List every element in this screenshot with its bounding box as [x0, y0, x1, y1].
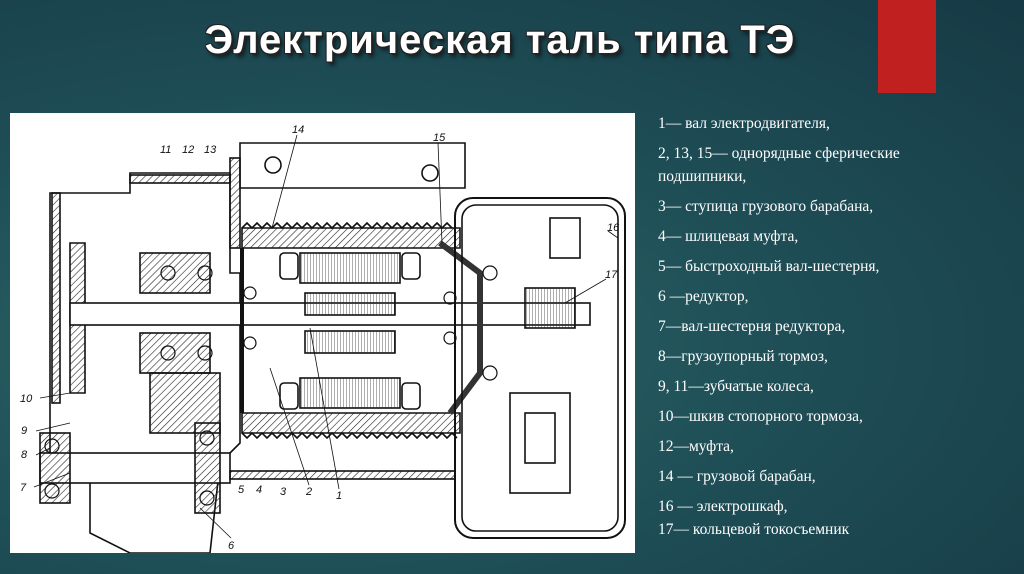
callout-13: 13 [204, 144, 217, 156]
callout-12: 12 [182, 144, 194, 156]
legend-item: 12—муфта, [658, 438, 734, 455]
legend-item: 3— ступица грузового барабана, [658, 198, 874, 215]
legend-item: 10—шкив стопорного тормоза, [658, 408, 863, 425]
callout-9: 9 [21, 425, 27, 437]
legend-item: 4— шлицевая муфта, [658, 228, 799, 245]
legend-item: 5— быстроходный вал-шестерня, [658, 258, 880, 275]
drawing-svg: 1 2 3 4 5 6 7 8 9 10 11 12 13 14 15 16 1… [20, 124, 626, 553]
callout-4: 4 [256, 484, 262, 496]
legend-item: 6 —редуктор, [658, 288, 749, 305]
callout-10: 10 [20, 393, 33, 405]
legend-item: 7—вал-шестерня редуктора, [658, 318, 846, 335]
callout-6: 6 [228, 540, 235, 552]
callout-17: 17 [605, 269, 618, 281]
slide-title: Электрическая таль типа ТЭ [204, 18, 796, 62]
legend-item: 16 — электрошкаф, [658, 498, 788, 515]
hoist-cross-section-drawing: 1 2 3 4 5 6 7 8 9 10 11 12 13 14 15 16 1… [10, 113, 635, 553]
callout-16: 16 [607, 222, 620, 234]
legend-item: 17— кольцевой токосъемник [658, 521, 850, 538]
legend-item: 2, 13, 15— однорядные сферические [658, 145, 900, 162]
callout-2: 2 [305, 486, 312, 498]
parts-legend: 1— вал электродвигателя, 2, 13, 15— одно… [658, 113, 1018, 549]
callout-15: 15 [433, 132, 446, 144]
legend-item: 14 — грузовой барабан, [658, 468, 816, 485]
callout-14: 14 [292, 124, 304, 136]
legend-item: 1— вал электродвигателя, [658, 115, 830, 132]
legend-item: 8—грузоупорный тормоз, [658, 348, 828, 365]
callout-7: 7 [20, 482, 27, 494]
legend-item: подшипники, [658, 168, 747, 185]
legend-item: 9, 11—зубчатые колеса, [658, 378, 814, 395]
callout-1: 1 [336, 490, 342, 502]
callout-3: 3 [280, 486, 287, 498]
callout-8: 8 [21, 449, 28, 461]
red-accent-bar [878, 0, 936, 93]
callout-5: 5 [238, 484, 245, 496]
callout-11: 11 [160, 144, 171, 156]
